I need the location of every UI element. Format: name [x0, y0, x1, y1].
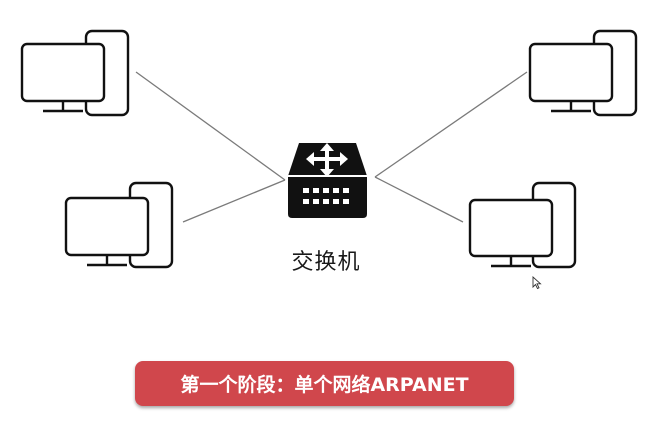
switch-label: 交换机 [291, 250, 361, 275]
mouse-cursor-icon [532, 276, 542, 290]
caption-text: 第一个阶段：单个网络ARPANET [180, 374, 469, 396]
switch-icon [288, 143, 367, 218]
caption-banner: 第一个阶段：单个网络ARPANET [135, 361, 514, 406]
computer-icon [468, 181, 577, 269]
computer-icon [64, 181, 174, 269]
link-bottom-left [182, 179, 286, 223]
computer-icon [20, 29, 130, 117]
link-bottom-right [374, 176, 464, 223]
four-way-arrow-icon [306, 143, 348, 177]
link-top-left [135, 71, 286, 181]
computer-icon [528, 29, 638, 117]
link-top-right [374, 71, 528, 178]
switch-ports [303, 188, 349, 204]
